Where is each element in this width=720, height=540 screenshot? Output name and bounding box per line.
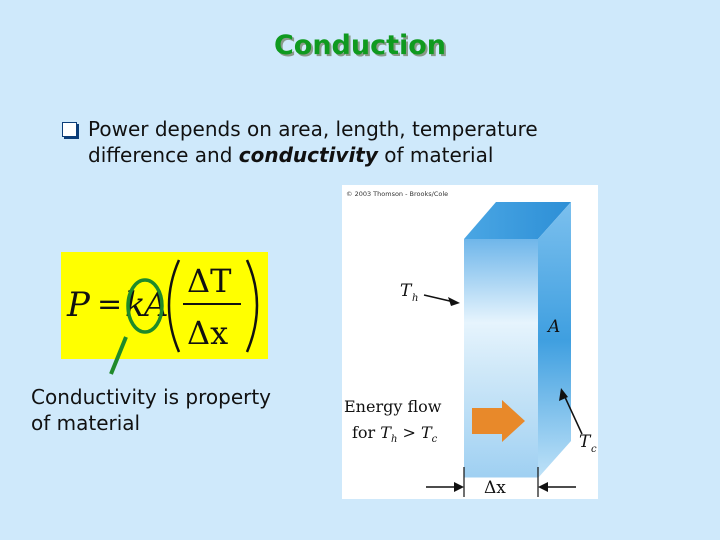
hot-arrow-head [448,297,460,306]
bullet-line-2: difference and conductivity of material [88,142,622,168]
hot-temp-label: T [400,281,413,301]
formula-area: A [141,285,169,325]
dx-label: Δx [484,478,506,498]
dx-left-arrow-head [454,482,464,492]
hot-temp-subscript: h [412,293,418,304]
cold-arrow-line [563,394,583,435]
formula-highlight: P = k A ΔT Δx [61,252,268,359]
copyright-text: © 2003 Thomson - Brooks/Cole [346,190,448,198]
energy-flow-line-1: Energy flow [344,397,442,416]
formula-numerator: ΔT [187,262,232,300]
conduction-slab-diagram: © 2003 Thomson - Brooks/Cole T h A Energ… [344,190,597,498]
slab-figure: © 2003 Thomson - Brooks/Cole T h A Energ… [342,185,598,499]
cold-temp-label: T [579,432,592,452]
energy-flow-line-2: for Th > Tc [352,423,438,445]
dx-right-arrow-head [538,482,548,492]
cold-temp-subscript: c [591,444,597,455]
formula-equals: = [97,287,122,322]
area-label: A [546,317,560,337]
formula-denominator: Δx [187,314,228,352]
slide-title: Conduction [273,30,447,61]
slab-front-face [464,239,538,478]
bullet-point: Power depends on area, length, temperatu… [62,116,622,168]
hot-arrow-line [423,294,455,303]
orange-arrow-icon [472,400,525,442]
conductivity-note: Conductivity is property of material [31,384,321,436]
bullet-line-2-end: of material [377,143,494,167]
left-parenthesis [167,259,181,353]
note-line-1: Conductivity is property [31,385,272,409]
slab-top-face [464,202,571,239]
right-parenthesis [245,259,259,353]
conductivity-emphasis: conductivity [238,143,378,167]
conductivity-circle [126,278,164,334]
cold-arrow-head [559,388,568,401]
slab-side-face [538,202,571,478]
conduction-formula: P = k A ΔT Δx [66,259,259,353]
note-line-2: of material [31,411,141,435]
formula-power: P [66,285,91,325]
bullet-line-1: Power depends on area, length, temperatu… [88,117,538,141]
checkbox-bullet-icon [62,122,77,137]
bullet-line-2-start: difference and [88,143,239,167]
